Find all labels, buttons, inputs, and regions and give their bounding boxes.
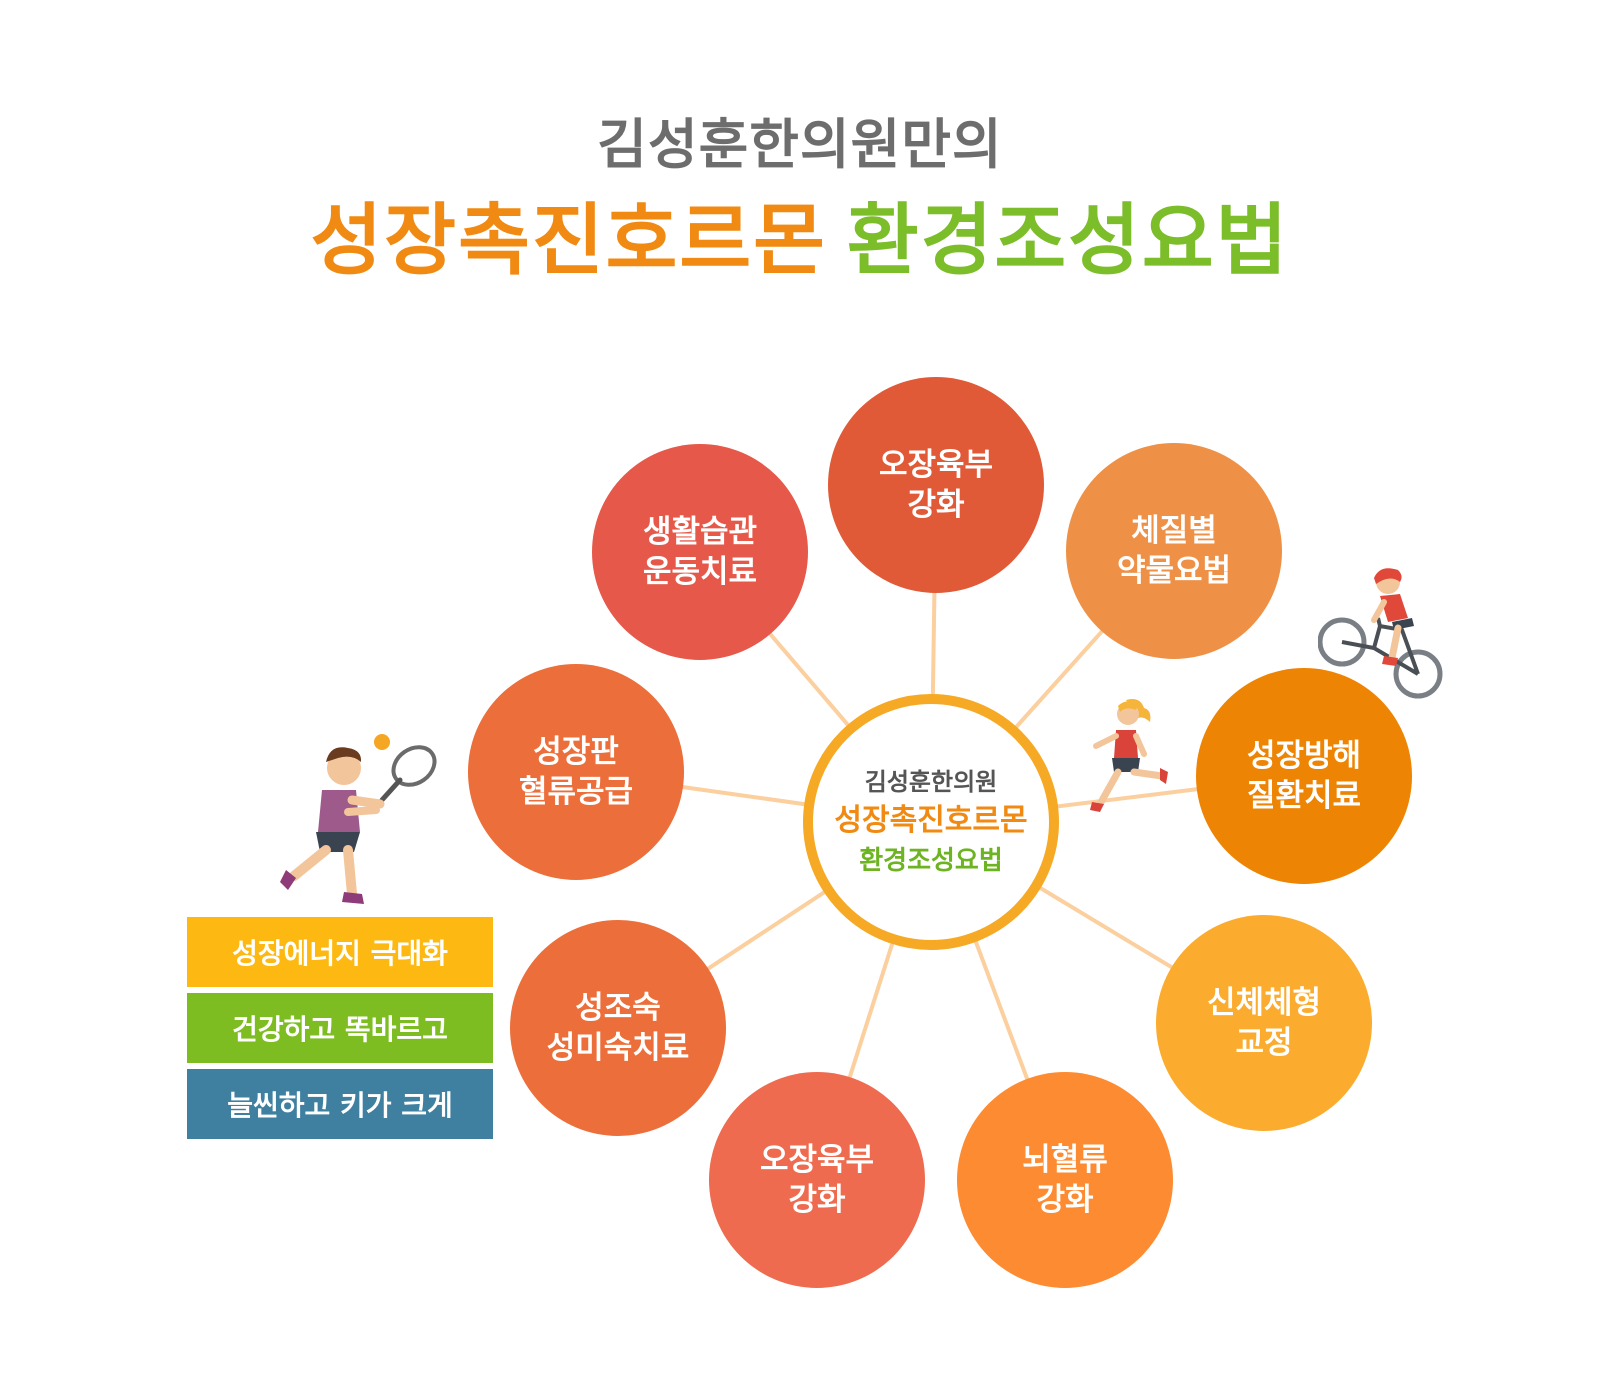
cyclist-icon <box>1318 568 1443 699</box>
page-subtitle: 김성훈한의원만의 <box>597 113 1003 176</box>
node-brain-bloodflow-line1: 뇌혈류 <box>1022 1142 1108 1178</box>
title-part-growth-hormone: 성장촉진호르몬 <box>310 196 827 286</box>
center-growth-hormone: 성장촉진호르몬 <box>834 803 1028 838</box>
node-brain-bloodflow: 뇌혈류 강화 <box>957 1072 1173 1288</box>
node-body-posture-correction-line1: 신체체형 <box>1206 985 1322 1021</box>
node-growth-disorder-treatment-line1: 성장방해 <box>1246 738 1362 774</box>
node-growth-plate-bloodflow: 성장판 혈류공급 <box>468 664 684 880</box>
title-part-environment-therapy: 환경조성요법 <box>846 196 1290 286</box>
node-body-posture-correction-line2: 교정 <box>1235 1025 1293 1061</box>
node-constitution-medicine-line2: 약물요법 <box>1116 553 1232 589</box>
node-organ-strengthening: 오장육부 강화 <box>828 377 1044 593</box>
node-brain-bloodflow-line2: 강화 <box>1036 1182 1094 1218</box>
node-growth-plate-bloodflow-line2: 혈류공급 <box>518 774 634 810</box>
node-precocious-puberty: 성조숙 성미숙치료 <box>510 920 726 1136</box>
node-body-posture-correction: 신체체형 교정 <box>1156 915 1372 1131</box>
center-node: 김성훈한의원 성장촉진호르몬 환경조성요법 <box>803 694 1059 950</box>
bar-growth-energy: 성장에너지 극대화 <box>187 917 493 987</box>
runner-icon <box>1090 699 1168 812</box>
node-organ-strengthening-line2: 강화 <box>907 487 965 523</box>
node-organ-strengthening-2-line2: 강화 <box>788 1182 846 1218</box>
node-lifestyle-exercise-line1: 생활습관 <box>642 514 758 550</box>
bar-healthy-straight: 건강하고 똑바르고 <box>187 993 493 1063</box>
bar-growth-energy-label: 성장에너지 극대화 <box>232 937 448 970</box>
node-growth-disorder-treatment-line2: 질환치료 <box>1246 778 1362 814</box>
node-constitution-medicine-line1: 체질별 <box>1131 513 1217 549</box>
bar-healthy-straight-label: 건강하고 똑바르고 <box>232 1013 448 1046</box>
node-organ-strengthening-line1: 오장육부 <box>878 447 994 483</box>
bar-slim-tall: 늘씬하고 키가 크게 <box>187 1069 493 1139</box>
node-lifestyle-exercise: 생활습관 운동치료 <box>592 444 808 660</box>
node-organ-strengthening-2-line1: 오장육부 <box>759 1142 875 1178</box>
node-growth-disorder-treatment: 성장방해 질환치료 <box>1196 668 1412 884</box>
node-precocious-puberty-line1: 성조숙 <box>575 990 661 1026</box>
node-precocious-puberty-line2: 성미숙치료 <box>546 1030 690 1066</box>
bar-slim-tall-label: 늘씬하고 키가 크게 <box>227 1089 453 1122</box>
tennis-player-icon <box>280 734 437 904</box>
center-environment-therapy: 환경조성요법 <box>859 846 1003 876</box>
node-lifestyle-exercise-line2: 운동치료 <box>642 554 758 590</box>
node-organ-strengthening-2: 오장육부 강화 <box>709 1072 925 1288</box>
center-clinic-name: 김성훈한의원 <box>864 768 998 796</box>
node-growth-plate-bloodflow-line1: 성장판 <box>533 734 619 770</box>
node-constitution-medicine: 체질별 약물요법 <box>1066 443 1282 659</box>
